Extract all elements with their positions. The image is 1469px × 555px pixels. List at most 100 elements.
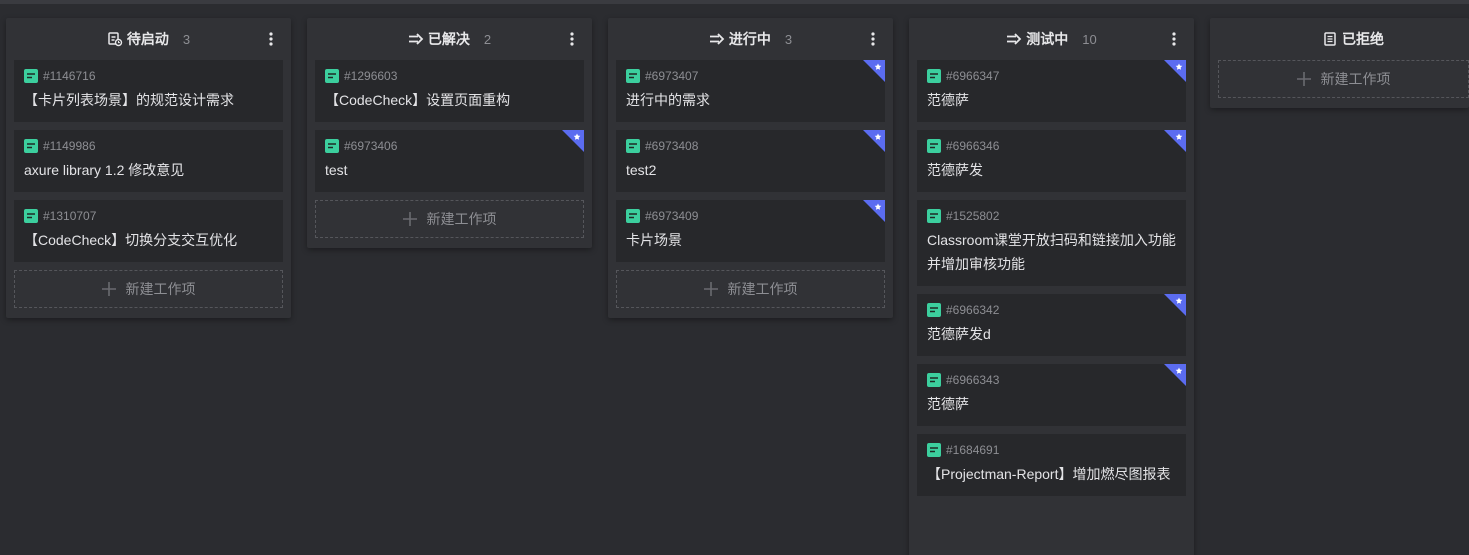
- card-id: #6973408: [645, 139, 699, 153]
- new-work-item-button[interactable]: 新建工作项: [1218, 60, 1469, 98]
- new-work-item-label: 新建工作项: [727, 281, 798, 297]
- column-count: 10: [1082, 31, 1097, 47]
- work-item-card[interactable]: #1525802 Classroom课堂开放扫码和链接加入功能并增加审核功能: [917, 200, 1186, 286]
- column-resolved: 已解决 2 #1296603 【CodeCheck】设置页面重构 #697340…: [307, 18, 592, 248]
- requirement-icon: [927, 209, 941, 223]
- document-icon: [1324, 32, 1336, 46]
- requirement-icon: [927, 373, 941, 387]
- column-testing: 测试中 10 #6966347 范德萨 #6966346: [909, 18, 1194, 555]
- card-id: #6973406: [344, 139, 398, 153]
- work-item-card[interactable]: #1149986 axure library 1.2 修改意见: [14, 130, 283, 192]
- more-options-icon[interactable]: [1166, 30, 1182, 48]
- work-item-card[interactable]: #6973406 test: [315, 130, 584, 192]
- task-start-icon: [108, 32, 123, 47]
- star-flag-icon: [863, 130, 885, 152]
- column-title: 已拒绝: [1342, 31, 1384, 47]
- card-title: 范德萨发d: [927, 326, 991, 342]
- card-title: test2: [626, 162, 657, 178]
- plus-icon: [1296, 72, 1311, 86]
- card-id: #1684691: [946, 443, 1000, 457]
- column-title: 已解决: [427, 31, 470, 47]
- work-item-card[interactable]: #1310707 【CodeCheck】切换分支交互优化: [14, 200, 283, 262]
- card-title: axure library 1.2 修改意见: [24, 162, 185, 178]
- work-item-card[interactable]: #6973408 test2: [616, 130, 885, 192]
- column-in-progress: 进行中 3 #6973407 进行中的需求 #6973408: [608, 18, 893, 318]
- new-work-item-label: 新建工作项: [1320, 71, 1391, 87]
- requirement-icon: [325, 139, 339, 153]
- requirement-icon: [626, 209, 640, 223]
- requirement-icon: [927, 69, 941, 83]
- card-id: #6966347: [946, 69, 1000, 83]
- column-count: 3: [182, 31, 191, 47]
- column-header: 进行中 3: [608, 18, 893, 60]
- work-item-card[interactable]: #6973409 卡片场景: [616, 200, 885, 262]
- requirement-icon: [24, 209, 38, 223]
- card-title: 进行中的需求: [626, 92, 710, 108]
- more-options-icon[interactable]: [564, 30, 580, 48]
- column-pending: 待启动 3 #1146716 【卡片列表场景】的规范设计需求 #1149986: [6, 18, 291, 318]
- work-item-card[interactable]: #1146716 【卡片列表场景】的规范设计需求: [14, 60, 283, 122]
- column-header: 已拒绝: [1210, 18, 1469, 60]
- column-title: 测试中: [1026, 31, 1069, 47]
- card-id: #6973409: [645, 209, 699, 223]
- column-rejected: 已拒绝 新建工作项: [1210, 18, 1469, 108]
- star-flag-icon: [1164, 130, 1186, 152]
- work-item-card[interactable]: #6966342 范德萨发d: [917, 294, 1186, 356]
- card-title: 卡片场景: [626, 232, 682, 248]
- column-header: 待启动 3: [6, 18, 291, 60]
- requirement-icon: [626, 69, 640, 83]
- card-title: 【CodeCheck】切换分支交互优化: [24, 232, 238, 248]
- card-id: #6966346: [946, 139, 1000, 153]
- star-flag-icon: [863, 200, 885, 222]
- card-title: 【CodeCheck】设置页面重构: [325, 92, 511, 108]
- work-item-card[interactable]: #1296603 【CodeCheck】设置页面重构: [315, 60, 584, 122]
- plus-icon: [703, 282, 718, 296]
- star-flag-icon: [863, 60, 885, 82]
- more-options-icon[interactable]: [263, 30, 279, 48]
- plus-icon: [402, 212, 417, 226]
- card-id: #1310707: [43, 209, 97, 223]
- kanban-board: 待启动 3 #1146716 【卡片列表场景】的规范设计需求 #1149986: [0, 4, 1469, 555]
- arrow-right-icon: [408, 33, 424, 45]
- work-item-card[interactable]: #1684691 【Projectman-Report】增加燃尽图报表: [917, 434, 1186, 496]
- card-title: 范德萨: [927, 396, 969, 412]
- card-title: 【Projectman-Report】增加燃尽图报表: [927, 466, 1171, 482]
- new-work-item-button[interactable]: 新建工作项: [616, 270, 885, 308]
- card-id: #1146716: [43, 69, 96, 83]
- new-work-item-label: 新建工作项: [125, 281, 196, 297]
- requirement-icon: [325, 69, 339, 83]
- new-work-item-button[interactable]: 新建工作项: [315, 200, 584, 238]
- new-work-item-label: 新建工作项: [426, 211, 497, 227]
- star-flag-icon: [1164, 60, 1186, 82]
- requirement-icon: [24, 139, 38, 153]
- column-count: 2: [483, 31, 492, 47]
- column-title: 待启动: [126, 31, 169, 47]
- top-bar: [0, 0, 1469, 4]
- requirement-icon: [927, 443, 941, 457]
- card-title: 范德萨: [927, 92, 969, 108]
- star-flag-icon: [1164, 364, 1186, 386]
- arrow-right-icon: [1007, 33, 1022, 45]
- work-item-card[interactable]: #6973407 进行中的需求: [616, 60, 885, 122]
- work-item-card[interactable]: #6966346 范德萨发: [917, 130, 1186, 192]
- plus-icon: [101, 282, 116, 296]
- card-title: test: [325, 162, 348, 178]
- column-title: 进行中: [728, 31, 771, 47]
- card-id: #1525802: [946, 209, 1000, 223]
- work-item-card[interactable]: #6966347 范德萨: [917, 60, 1186, 122]
- card-id: #6966343: [946, 373, 1000, 387]
- column-header: 测试中 10: [909, 18, 1194, 60]
- new-work-item-button[interactable]: 新建工作项: [14, 270, 283, 308]
- more-options-icon[interactable]: [865, 30, 881, 48]
- star-flag-icon: [1164, 294, 1186, 316]
- star-flag-icon: [562, 130, 584, 152]
- card-title: 范德萨发: [927, 162, 983, 178]
- column-count: 3: [784, 31, 793, 47]
- work-item-card[interactable]: #6966343 范德萨: [917, 364, 1186, 426]
- requirement-icon: [626, 139, 640, 153]
- requirement-icon: [927, 303, 941, 317]
- arrow-right-icon: [709, 33, 725, 45]
- card-id: #1296603: [344, 69, 398, 83]
- card-id: #6973407: [645, 69, 699, 83]
- card-title: 【卡片列表场景】的规范设计需求: [24, 92, 234, 108]
